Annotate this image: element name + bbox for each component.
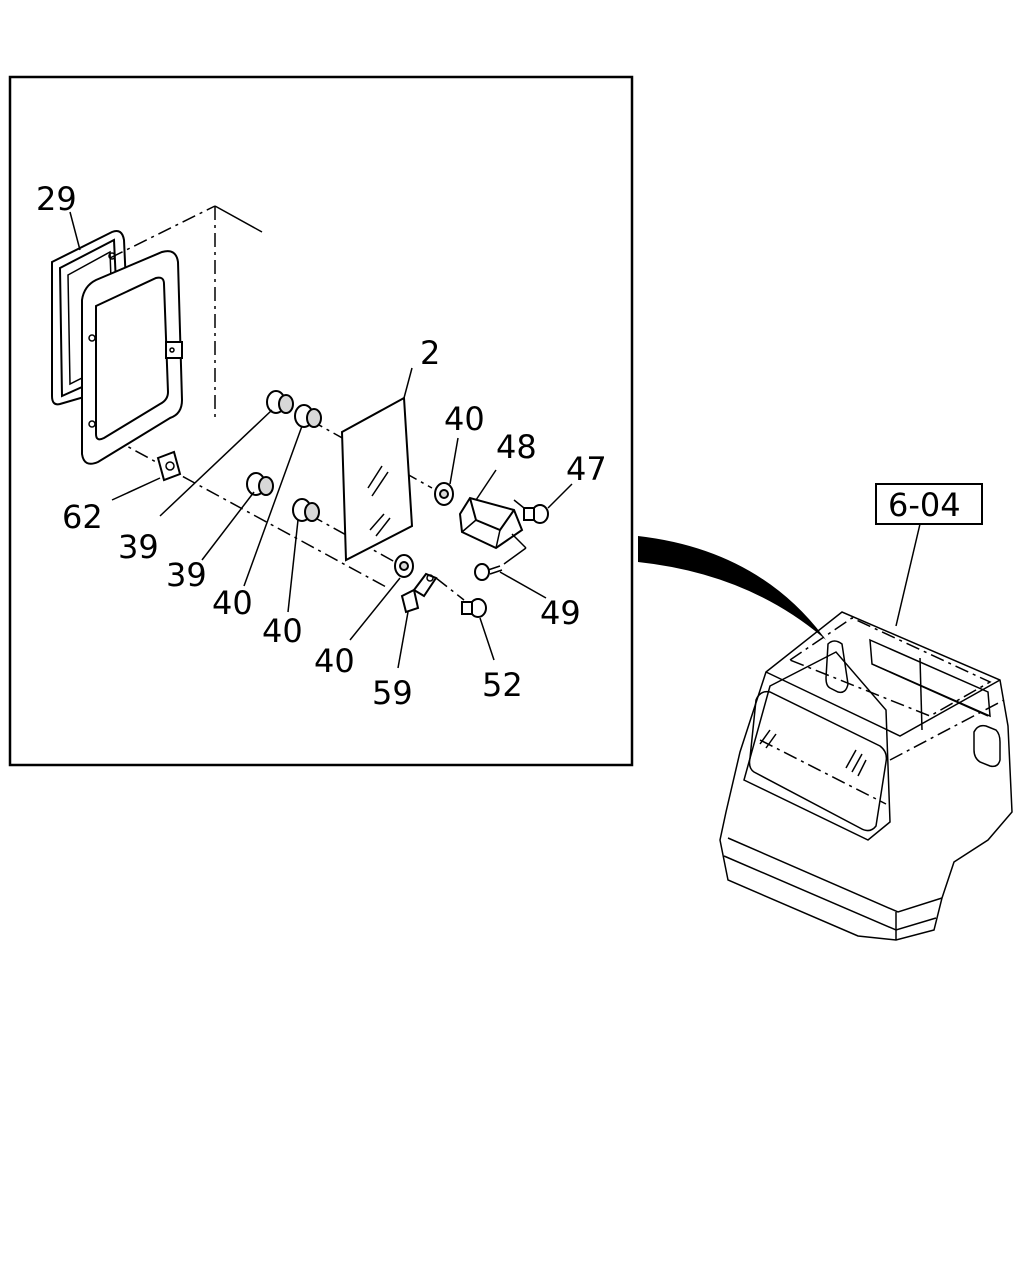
tapping-screw-part-49 [474,533,527,581]
label-39-upper: 39 [118,528,159,566]
label-39-lower: 39 [166,556,207,594]
label-29: 29 [36,180,77,218]
label-40-top: 40 [444,400,485,438]
label-47: 47 [566,450,607,488]
grommet-part-39-upper [266,390,294,414]
label-49: 49 [540,594,581,632]
label-40-a: 40 [212,584,253,622]
label-59: 59 [372,674,413,712]
bushing-part-40-lower-right [394,554,414,578]
bracket-part-59 [400,572,465,614]
label-48: 48 [496,428,537,466]
label-2: 2 [420,334,440,372]
label-40-c: 40 [314,642,355,680]
leader-lines [69,211,573,669]
truck-cab-illustration [719,611,1013,941]
bushing-part-40-upper-left [294,404,322,428]
glass-part-2 [340,396,414,562]
reference-box [875,483,983,525]
pointer-arrow [638,536,826,640]
bushing-part-40-upper-right [434,482,454,506]
grommet-part-39-lower [246,472,274,496]
reference-label: 6-04 [888,486,961,524]
window-frame [81,250,184,465]
screw-part-52 [461,598,487,618]
latch-part-48 [458,496,524,550]
detail-frame [8,75,634,767]
label-62: 62 [62,498,103,536]
label-40-b: 40 [262,612,303,650]
screw-part-47 [513,499,549,524]
bushing-part-40-lower-left [292,498,320,522]
label-52: 52 [482,666,523,704]
clip-part-62 [156,450,182,482]
